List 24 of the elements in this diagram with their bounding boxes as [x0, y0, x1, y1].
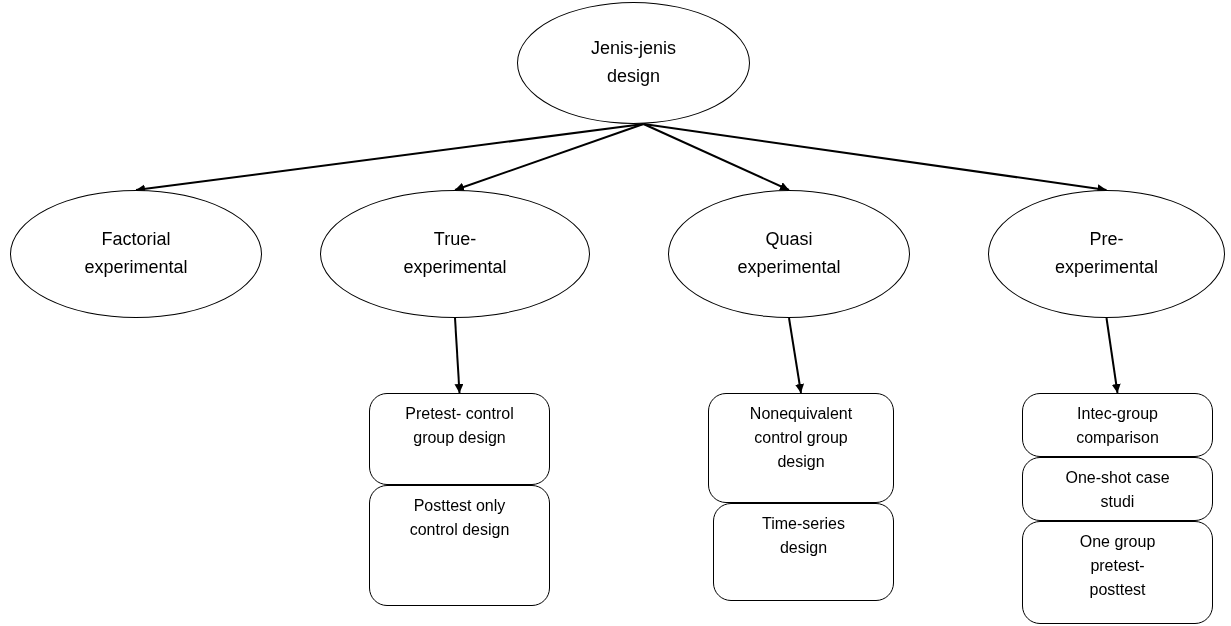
arrow [642, 123, 790, 191]
node-label: Time-series design [761, 514, 846, 558]
node-label: One-shot case studi [1064, 468, 1171, 512]
node-label: One group pretest- posttest [1078, 532, 1157, 600]
node-label: True-experimental [402, 228, 508, 279]
arrow [454, 123, 645, 192]
node-label: Quasi experimental [736, 228, 842, 279]
node-label: Factorial experimental [83, 228, 189, 279]
arrow [1105, 317, 1121, 394]
rounded-box [1022, 521, 1213, 624]
node-label: Jenis-jenis design [589, 37, 677, 88]
rounded-box [708, 393, 894, 503]
node-label: Nonequivalent control group design [748, 404, 854, 472]
rounded-box [369, 485, 550, 606]
arrow [788, 317, 804, 394]
node-label: Pretest- control group design [404, 404, 515, 448]
rounded-box [713, 503, 894, 601]
rounded-box [1022, 457, 1213, 521]
rounded-box [1022, 393, 1213, 457]
node-label: Pre-experimental [1053, 228, 1160, 279]
rounded-box [369, 393, 550, 485]
arrow [454, 317, 464, 394]
node-label: Intec-group comparison [1075, 404, 1160, 448]
node-label: Posttest only control design [408, 496, 511, 540]
